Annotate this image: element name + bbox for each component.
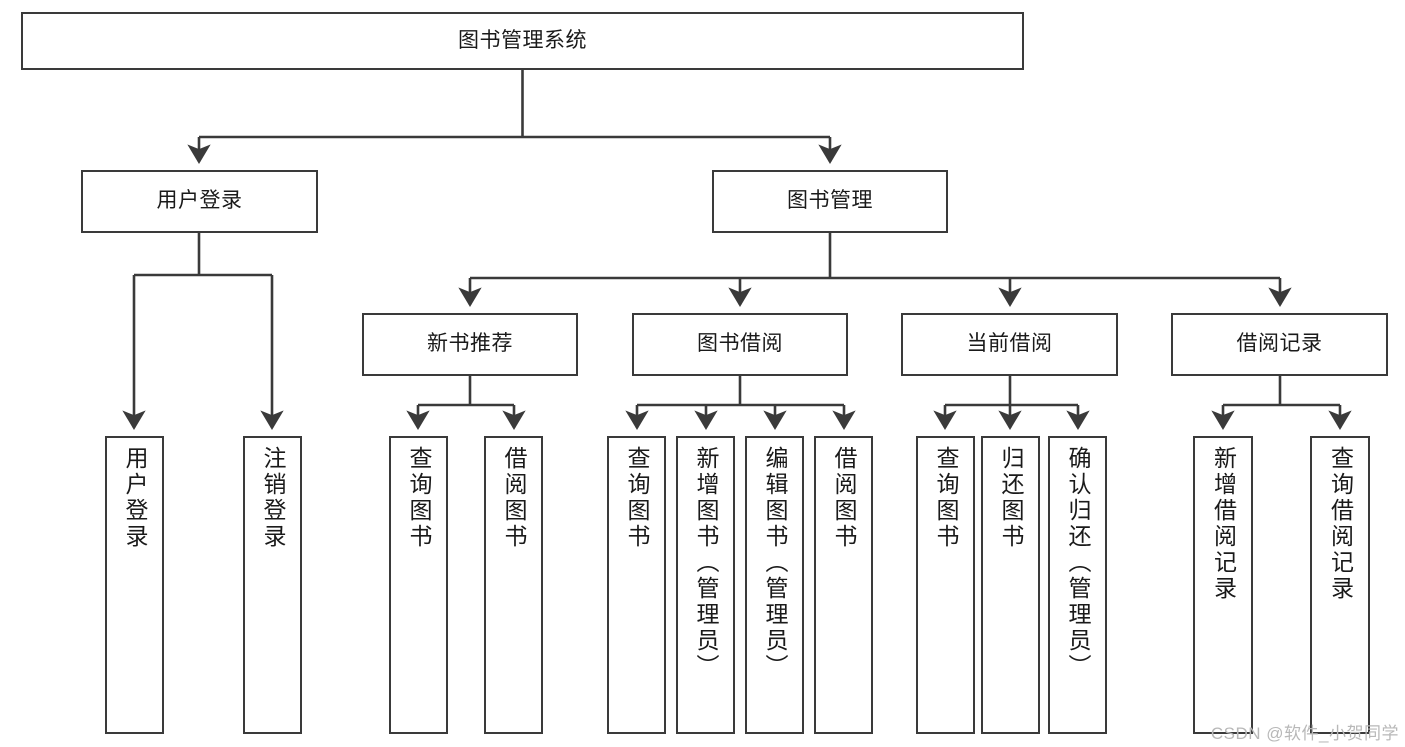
leaf-book-borrow-lend[interactable]: 借阅图书 xyxy=(814,436,873,734)
node-label: 编辑图书（管理员） xyxy=(762,446,788,680)
node-label: 查询图书 xyxy=(624,446,650,550)
leaf-current-borrow-return[interactable]: 归还图书 xyxy=(981,436,1040,734)
node-label: 确认归还（管理员） xyxy=(1065,446,1091,680)
leaf-book-borrow-edit[interactable]: 编辑图书（管理员） xyxy=(745,436,804,734)
node-label: 查询图书 xyxy=(933,446,959,550)
leaf-borrow-records-query[interactable]: 查询借阅记录 xyxy=(1310,436,1370,734)
node-label: 借阅图书 xyxy=(501,446,527,550)
node-label: 用户登录 xyxy=(156,189,243,213)
node-label: 归还图书 xyxy=(998,446,1024,550)
node-borrow-records[interactable]: 借阅记录 xyxy=(1171,313,1388,376)
node-label: 用户登录 xyxy=(122,446,148,550)
watermark: CSDN @软件_小贺同学 xyxy=(1210,724,1399,743)
leaf-user-login-logout[interactable]: 注销登录 xyxy=(243,436,302,734)
node-book-management[interactable]: 图书管理 xyxy=(712,170,948,233)
node-label: 注销登录 xyxy=(260,446,286,550)
node-label: 借阅记录 xyxy=(1236,332,1323,356)
node-user-login[interactable]: 用户登录 xyxy=(81,170,318,233)
leaf-user-login-login[interactable]: 用户登录 xyxy=(105,436,164,734)
leaf-book-borrow-query[interactable]: 查询图书 xyxy=(607,436,666,734)
node-label: 新书推荐 xyxy=(427,332,513,356)
leaf-current-borrow-confirm-return[interactable]: 确认归还（管理员） xyxy=(1048,436,1107,734)
node-label: 图书管理系统 xyxy=(458,28,587,52)
node-label: 当前借阅 xyxy=(966,332,1053,356)
leaf-current-borrow-query[interactable]: 查询图书 xyxy=(916,436,975,734)
node-label: 查询图书 xyxy=(406,446,432,550)
node-label: 图书管理 xyxy=(787,189,873,213)
node-label: 新增图书（管理员） xyxy=(693,446,719,680)
leaf-new-books-query[interactable]: 查询图书 xyxy=(389,436,448,734)
node-label: 新增借阅记录 xyxy=(1210,446,1237,602)
node-root-system[interactable]: 图书管理系统 xyxy=(21,12,1024,70)
leaf-borrow-records-add[interactable]: 新增借阅记录 xyxy=(1193,436,1253,734)
node-label: 图书借阅 xyxy=(697,332,783,356)
node-label: 查询借阅记录 xyxy=(1327,446,1354,602)
node-current-borrow[interactable]: 当前借阅 xyxy=(901,313,1118,376)
leaf-new-books-borrow[interactable]: 借阅图书 xyxy=(484,436,543,734)
leaf-book-borrow-add[interactable]: 新增图书（管理员） xyxy=(676,436,735,734)
node-new-book-recommend[interactable]: 新书推荐 xyxy=(362,313,578,376)
node-book-borrow[interactable]: 图书借阅 xyxy=(632,313,848,376)
node-label: 借阅图书 xyxy=(831,446,857,550)
